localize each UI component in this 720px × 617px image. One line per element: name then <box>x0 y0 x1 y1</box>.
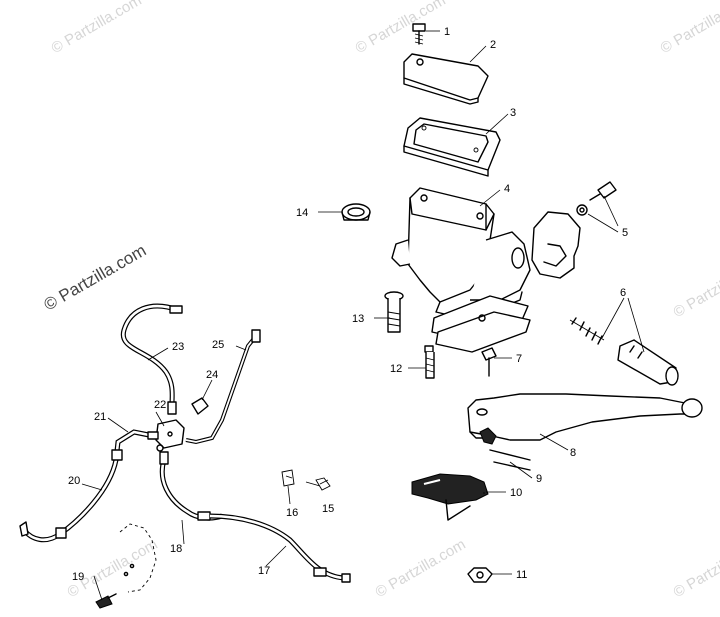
callout-labels: 1 2 3 4 5 6 7 8 9 10 11 12 13 14 15 16 1… <box>68 26 628 583</box>
callout-4: 4 <box>504 183 510 195</box>
callout-8: 8 <box>570 447 576 459</box>
callout-11: 11 <box>516 569 527 581</box>
part-2-reservoir-cover <box>403 53 489 105</box>
callout-18: 18 <box>170 543 182 555</box>
callout-17: 17 <box>258 565 270 577</box>
callout-13: 13 <box>352 313 364 325</box>
part-18-hose <box>159 451 223 521</box>
part-9-spring <box>479 427 531 471</box>
callout-24: 24 <box>206 369 218 381</box>
part-25-brake-line <box>185 329 261 445</box>
part-10-bracket <box>411 473 489 521</box>
lever-bracket-plates <box>431 295 531 353</box>
part-11-nut <box>467 567 493 583</box>
part-4-master-cylinder <box>391 187 531 321</box>
callout-2: 2 <box>490 39 496 51</box>
part-24-fitting <box>191 397 209 415</box>
callout-25: 25 <box>212 339 224 351</box>
part-14-boot <box>341 203 371 221</box>
callout-20: 20 <box>68 475 80 487</box>
part-7-pivot-bolt <box>481 347 497 377</box>
callout-22: 22 <box>154 399 166 411</box>
part-13-bolt <box>384 291 404 333</box>
part-8-brake-lever <box>467 393 703 441</box>
callout-1: 1 <box>444 26 450 38</box>
callout-6: 6 <box>620 287 626 299</box>
part-15-clip <box>315 477 331 491</box>
callout-3: 3 <box>510 107 516 119</box>
part-3-gasket <box>403 117 501 177</box>
part-12-bolt <box>424 345 435 379</box>
callout-7: 7 <box>516 353 522 365</box>
part-17-hose <box>209 513 351 583</box>
callout-16: 16 <box>286 507 298 519</box>
part-5-clamp <box>531 181 617 279</box>
callout-21: 21 <box>94 411 106 423</box>
callout-14: 14 <box>296 207 308 219</box>
caliper-outline <box>119 523 157 593</box>
part-1-screw <box>412 23 426 45</box>
callout-23: 23 <box>172 341 184 353</box>
callout-9: 9 <box>536 473 542 485</box>
part-16-clip <box>281 469 295 487</box>
leader-lines <box>81 30 645 601</box>
part-6-piston-assembly <box>569 317 679 386</box>
part-23-hose <box>120 303 183 415</box>
callout-12: 12 <box>390 363 402 375</box>
part-22-junction-block <box>155 419 185 452</box>
part-19-screw <box>95 593 117 609</box>
part-20-hose <box>19 449 123 543</box>
callout-15: 15 <box>322 503 334 515</box>
callout-5: 5 <box>622 227 628 239</box>
callout-19: 19 <box>72 571 84 583</box>
callout-10: 10 <box>510 487 522 499</box>
